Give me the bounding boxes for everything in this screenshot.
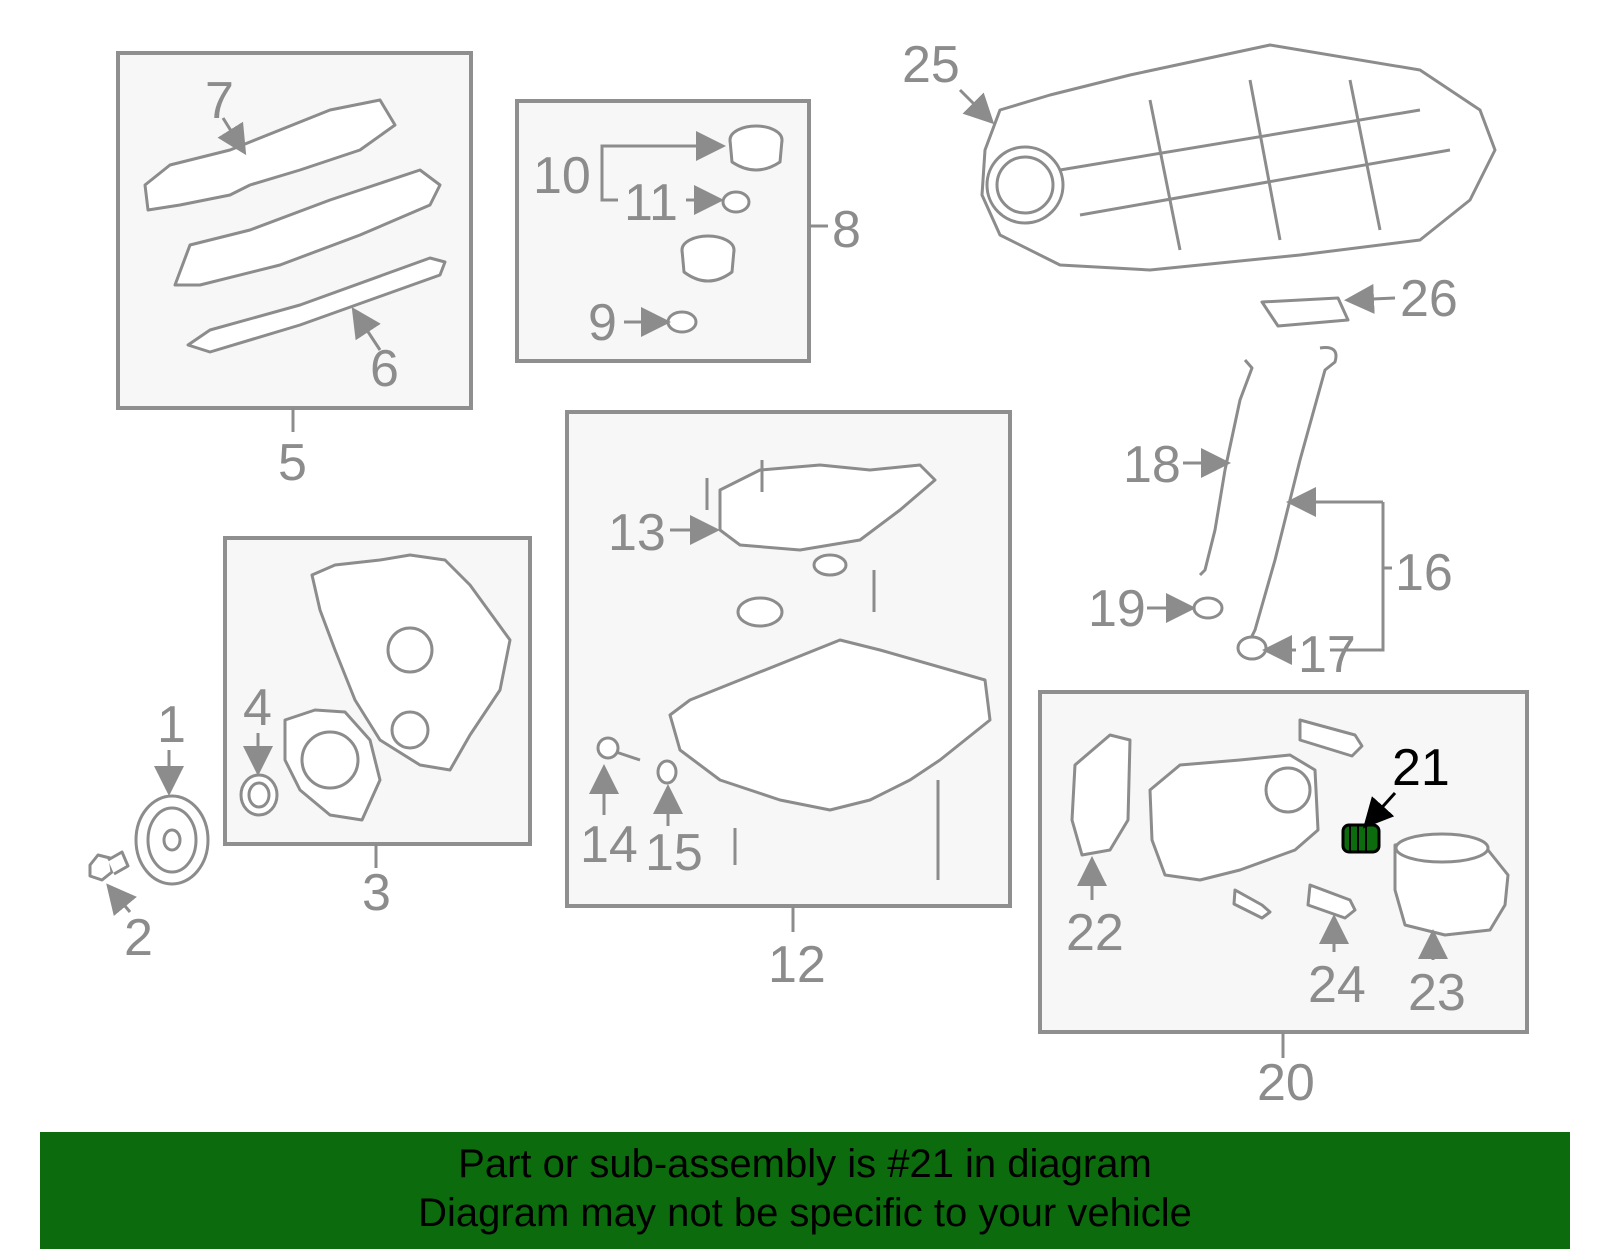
- callout-5: 5: [278, 434, 307, 492]
- callout-20: 20: [1257, 1054, 1315, 1112]
- callout-11: 11: [624, 174, 678, 232]
- banner-line-2: Diagram may not be specific to your vehi…: [418, 1191, 1192, 1235]
- callout-10: 10: [533, 147, 591, 205]
- callout-18: 18: [1123, 436, 1181, 494]
- callout-4: 4: [243, 679, 272, 737]
- crank-pulley: [88, 794, 210, 886]
- callout-22: 22: [1066, 904, 1124, 962]
- info-banner: Part or sub-assembly is #21 in diagram D…: [40, 1132, 1570, 1249]
- oil-fill-cap: [666, 124, 784, 334]
- callout-25: 25: [902, 36, 960, 94]
- timing-cover: [239, 553, 512, 822]
- callout-21: 21: [1392, 739, 1450, 797]
- parts-diagram: 7 6 5 10 11 9 8 25 26 18 1: [88, 36, 1529, 1112]
- callout-1: 1: [157, 696, 186, 754]
- callout-24: 24: [1308, 956, 1366, 1014]
- engine-cover-upper: [143, 98, 447, 354]
- callout-7: 7: [205, 72, 234, 130]
- callout-14: 14: [580, 816, 638, 874]
- callout-8: 8: [832, 201, 861, 259]
- intake-gasket: [1260, 296, 1350, 328]
- callout-15: 15: [645, 824, 703, 882]
- highlighted-part-21: [1341, 823, 1381, 854]
- callout-16: 16: [1395, 544, 1453, 602]
- callout-13: 13: [608, 504, 666, 562]
- callout-23: 23: [1408, 964, 1466, 1022]
- callout-26: 26: [1400, 270, 1458, 328]
- oil-pan: [596, 460, 992, 880]
- callout-3: 3: [362, 864, 391, 922]
- callout-19: 19: [1088, 580, 1146, 638]
- oil-filter-adapter: [1070, 718, 1510, 937]
- callout-6: 6: [370, 340, 399, 398]
- callout-9: 9: [588, 294, 617, 352]
- intake-manifold: [980, 43, 1497, 272]
- callout-2: 2: [124, 909, 153, 967]
- callout-12: 12: [768, 936, 826, 994]
- callout-17: 17: [1298, 626, 1356, 684]
- banner-line-1: Part or sub-assembly is #21 in diagram: [458, 1142, 1152, 1186]
